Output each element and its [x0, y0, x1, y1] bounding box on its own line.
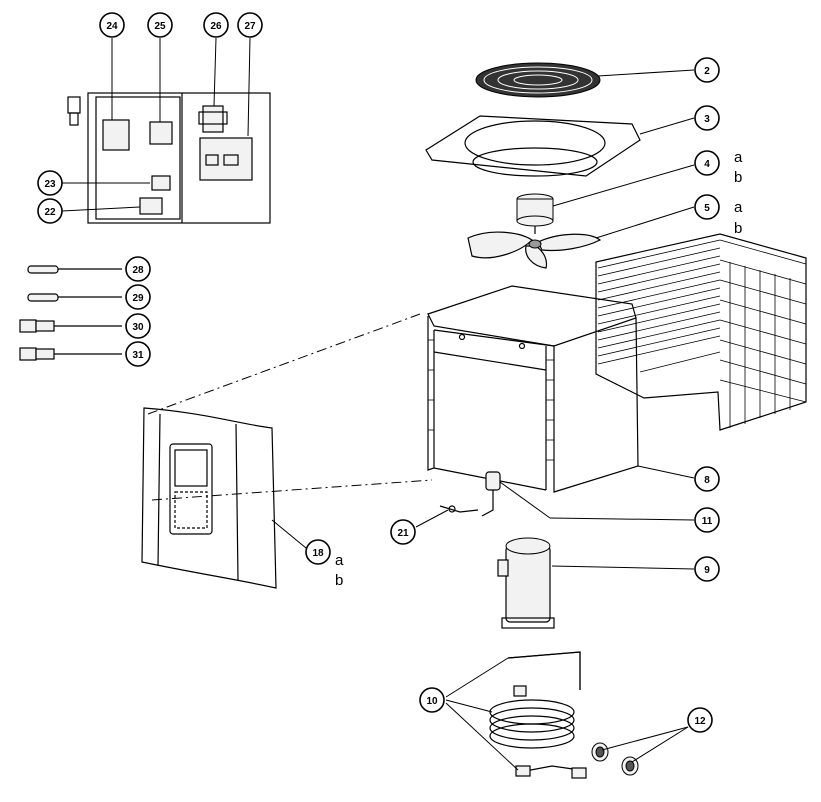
callout-26: 26	[203, 12, 229, 38]
callout-31: 31	[125, 341, 151, 367]
callout-label: 8	[704, 475, 710, 486]
callout-label: 31	[132, 350, 144, 361]
callout-28: 28	[125, 256, 151, 282]
sensor-probes	[19, 265, 122, 361]
leader-lines	[61, 37, 695, 771]
callout-suffix-a: a	[734, 199, 743, 216]
fan-motor	[516, 193, 554, 234]
callout-label: 24	[106, 21, 118, 32]
filter-drier	[439, 471, 501, 517]
callout-22: 22	[37, 198, 63, 224]
callout-12: 12	[687, 707, 713, 733]
callout-label: 12	[694, 716, 706, 727]
callout-label: 21	[397, 528, 409, 539]
callout-4: 4 a b	[694, 149, 743, 186]
callout-23: 23	[37, 170, 63, 196]
fan-blade	[467, 231, 602, 269]
callout-label: 2	[704, 66, 710, 77]
front-panel	[141, 313, 433, 589]
evaporator-coil	[595, 233, 807, 431]
callout-label: 28	[132, 265, 144, 276]
callout-label: 10	[426, 696, 438, 707]
callout-25: 25	[147, 12, 173, 38]
callout-18: 18 a b	[305, 539, 344, 589]
callout-30: 30	[125, 313, 151, 339]
callout-label: 5	[704, 203, 710, 214]
control-box	[67, 92, 271, 224]
callout-label: 9	[704, 565, 710, 576]
callout-label: 22	[44, 207, 56, 218]
callout-5: 5 a b	[694, 194, 743, 237]
callout-suffix-b: b	[734, 220, 742, 237]
callout-9: 9	[694, 556, 720, 582]
callout-label: 3	[704, 114, 710, 125]
callout-label: 26	[210, 21, 222, 32]
callout-label: 23	[44, 179, 56, 190]
heat-exchanger	[489, 651, 587, 779]
callout-8: 8	[694, 466, 720, 492]
callout-suffix-a: a	[734, 149, 743, 166]
callout-label: 27	[244, 21, 256, 32]
callout-label: 25	[154, 21, 166, 32]
callout-label: 18	[312, 548, 324, 559]
callout-3: 3	[694, 105, 720, 131]
callout-24: 24	[99, 12, 125, 38]
top-panel	[425, 115, 641, 177]
callout-suffix-a: a	[335, 552, 344, 569]
callout-27: 27	[237, 12, 263, 38]
unions	[591, 742, 639, 776]
callout-29: 29	[125, 284, 151, 310]
callout-label: 29	[132, 293, 144, 304]
compressor	[497, 537, 555, 629]
callout-2: 2	[694, 57, 720, 83]
callout-suffix-b: b	[335, 572, 343, 589]
callout-21: 21	[390, 519, 416, 545]
fan-grille	[475, 62, 601, 98]
callout-10: 10	[419, 687, 445, 713]
callout-label: 4	[704, 159, 710, 170]
cabinet	[427, 285, 639, 493]
callout-11: 11	[694, 507, 720, 533]
callout-label: 30	[132, 322, 144, 333]
callout-label: 11	[702, 516, 713, 527]
callout-suffix-b: b	[734, 169, 742, 186]
